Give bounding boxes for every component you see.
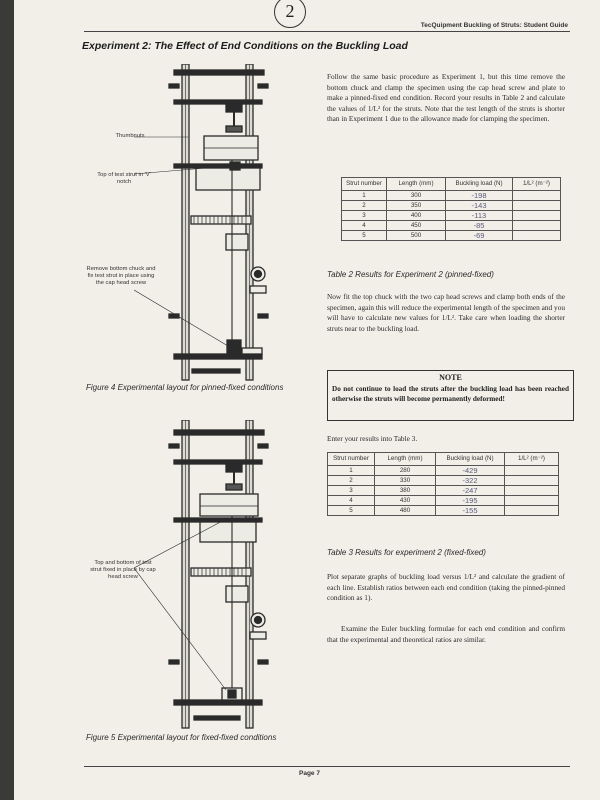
second-paragraph: Now fit the top chuck with the two cap h… <box>327 292 565 333</box>
intro-paragraph: Follow the same basic procedure as Exper… <box>327 72 565 124</box>
note-title: NOTE <box>439 373 462 382</box>
table-3-caption: Table 3 Results for experiment 2 (fixed-… <box>327 548 486 557</box>
document-page: 2 TecQuipment Buckling of Struts: Studen… <box>14 0 600 800</box>
table3-header-length: Length (mm) <box>374 452 436 466</box>
table3-header-strut: Strut number <box>327 452 375 466</box>
handwritten-page-marker: 2 <box>274 0 306 28</box>
table3-header-load: Buckling load (N) <box>435 452 505 466</box>
note-box: NOTE Do not continue to load the struts … <box>327 370 574 421</box>
experiment-title: Experiment 2: The Effect of End Conditio… <box>82 40 408 52</box>
header-rule <box>84 31 570 32</box>
table-3: Strut number Length (mm) Buckling load (… <box>327 452 559 516</box>
note-text: Do not continue to load the struts after… <box>332 385 569 403</box>
figure-4-apparatus-drawing <box>134 64 269 381</box>
table2-header-inv: 1/L² (m⁻²) <box>512 177 561 191</box>
enter-results-text: Enter your results into Table 3. <box>327 434 418 443</box>
table-2-caption: Table 2 Results for Experiment 2 (pinned… <box>327 270 494 279</box>
footer-rule <box>84 766 570 767</box>
figure-4-caption: Figure 4 Experimental layout for pinned-… <box>86 383 284 392</box>
figure-5-apparatus-drawing <box>134 420 269 729</box>
label-top-of-strut: Top of test strut in 'V' notch <box>97 172 151 185</box>
label-top-bottom-fixed: Top and bottom of test strut fixed in pl… <box>90 560 156 580</box>
table2-header-load: Buckling load (N) <box>445 177 513 191</box>
plot-paragraph: Plot separate graphs of buckling load ve… <box>327 572 565 603</box>
euler-paragraph: Examine the Euler buckling formulae for … <box>327 624 565 644</box>
label-thumbnuts: Thumbnuts <box>115 133 145 139</box>
table-2: Strut number Length (mm) Buckling load (… <box>341 177 561 241</box>
label-remove-bottom-chuck: Remove bottom chuck and fix test strut i… <box>86 266 156 286</box>
table2-header-length: Length (mm) <box>386 177 446 191</box>
table3-header-inv: 1/L² (m⁻²) <box>504 452 559 466</box>
page-number: Page 7 <box>299 770 320 777</box>
table2-header-strut: Strut number <box>341 177 387 191</box>
running-header: TecQuipment Buckling of Struts: Student … <box>420 22 568 29</box>
figure-5-caption: Figure 5 Experimental layout for fixed-f… <box>86 733 277 742</box>
